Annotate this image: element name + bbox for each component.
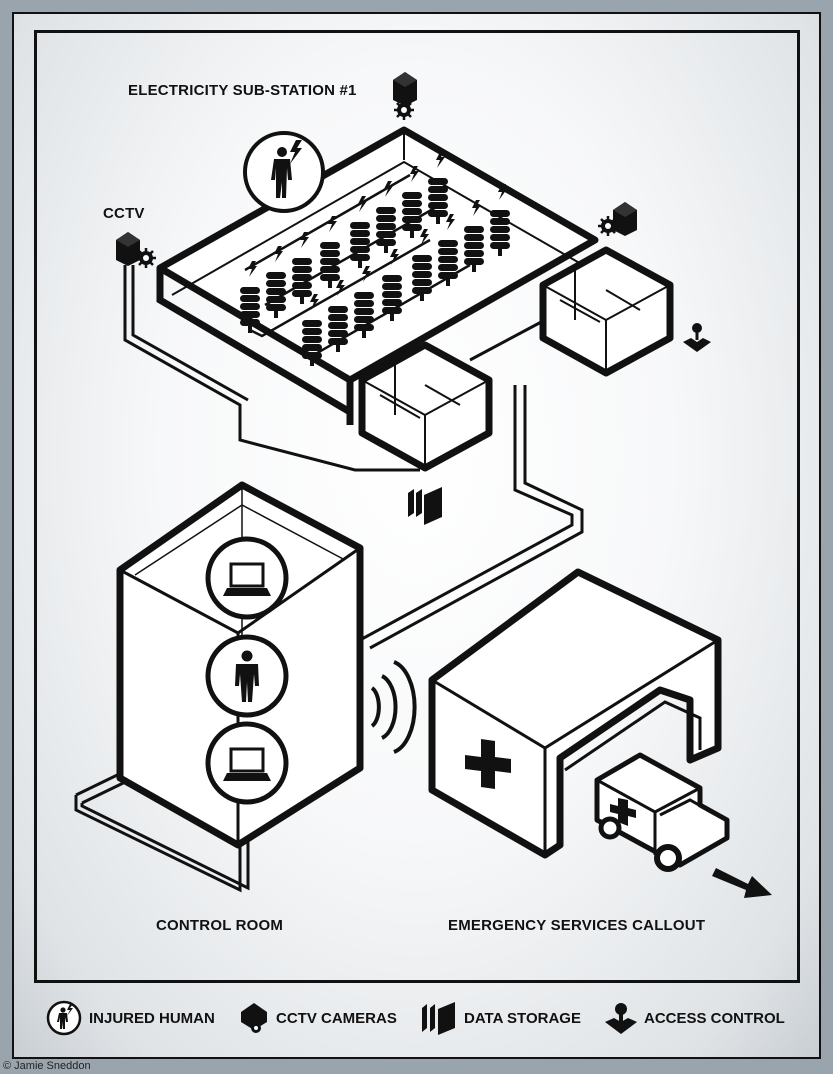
- cctv-camera-icon: [116, 232, 158, 270]
- substation-label: ELECTRICITY SUB-STATION #1: [128, 82, 357, 99]
- legend-injured-human-label: INJURED HUMAN: [89, 1009, 215, 1027]
- emergency-services-building: [428, 568, 722, 859]
- computer-icon: [205, 536, 289, 620]
- control-room-label: CONTROL ROOM: [156, 917, 284, 934]
- wireless-signal-icon: [370, 660, 417, 754]
- person-icon: [205, 634, 289, 718]
- emergency-services-label: EMERGENCY SERVICES CALLOUT: [448, 917, 706, 934]
- access-control-icon: [605, 1003, 637, 1034]
- cctv-camera-icon: [241, 1003, 267, 1033]
- legend-access-control: ACCESS CONTROL: [604, 1000, 785, 1036]
- cctv-label: CCTV: [103, 205, 145, 222]
- cctv-camera-icon: [392, 72, 417, 122]
- legend-access-control-label: ACCESS CONTROL: [644, 1009, 785, 1027]
- access-gate-cube: [539, 246, 674, 377]
- cctv-camera-icon: [596, 202, 637, 238]
- injured-human-icon: [243, 131, 325, 213]
- legend-data-storage-label: DATA STORAGE: [464, 1009, 581, 1027]
- computer-icon: [205, 721, 289, 805]
- access-gate-cube: [358, 341, 493, 472]
- substation-enclosure: [156, 126, 599, 425]
- data-storage-icon: [408, 487, 442, 525]
- legend-cctv-cameras: CCTV CAMERAS: [238, 1000, 397, 1036]
- legend-data-storage: DATA STORAGE: [420, 1000, 581, 1036]
- credit-text: © Jamie Sneddon: [3, 1060, 91, 1072]
- access-control-icon: [683, 323, 711, 352]
- injured-human-icon: [46, 1000, 82, 1036]
- ambulance-vehicle: [594, 752, 730, 872]
- medical-cross-icon: [465, 739, 511, 789]
- legend-cctv-cameras-label: CCTV CAMERAS: [276, 1009, 397, 1027]
- legend-injured-human: INJURED HUMAN: [45, 1000, 215, 1036]
- inner-frame: [34, 30, 800, 983]
- arrow-icon: [712, 868, 772, 898]
- data-storage-icon: [422, 1002, 455, 1035]
